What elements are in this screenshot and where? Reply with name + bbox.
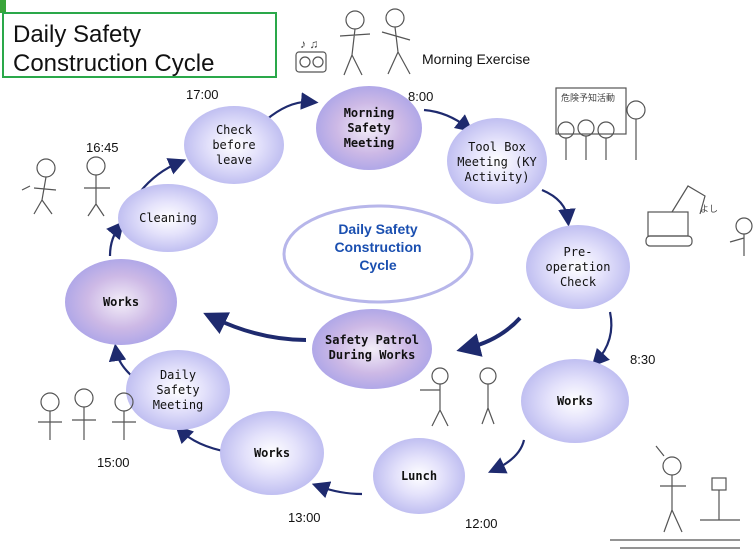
- node-daily-safety-meeting: Daily Safety Meeting: [126, 350, 230, 430]
- time-1500: 15:00: [97, 455, 130, 470]
- svg-text:♪ ♫: ♪ ♫: [300, 37, 318, 51]
- worker-sign-illustration: [610, 445, 740, 549]
- svg-text:During Works: During Works: [329, 348, 416, 362]
- arrow-1700-to-morning: [265, 92, 319, 121]
- svg-text:Check: Check: [560, 275, 597, 289]
- excavator-illustration: よし: [645, 185, 753, 256]
- arrow-preop-to-works: [591, 311, 613, 367]
- node-tool-box-meeting: Tool Box Meeting (KY Activity): [447, 118, 547, 204]
- svg-text:Meeting (KY: Meeting (KY: [457, 155, 537, 169]
- inner-arrows: [203, 312, 522, 357]
- arrow-morning-to-toolbox: [423, 108, 474, 133]
- safety-patrol-illustration: [420, 367, 497, 427]
- arrow-lunch-to-works: [311, 481, 363, 499]
- node-safety-patrol: Safety Patrol During Works: [312, 309, 432, 389]
- svg-text:Safety Patrol: Safety Patrol: [325, 333, 419, 347]
- node-pre-operation-check: Pre- operation Check: [526, 225, 630, 309]
- svg-text:Cleaning: Cleaning: [139, 211, 197, 225]
- time-1300: 13:00: [288, 510, 321, 525]
- svg-text:Pre-: Pre-: [564, 245, 593, 259]
- caption-morning-exercise: Morning Exercise: [422, 51, 530, 67]
- time-0830: 8:30: [630, 352, 655, 367]
- time-1700: 17:00: [186, 87, 219, 102]
- time-1645: 16:45: [86, 140, 119, 155]
- svg-text:Morning: Morning: [344, 106, 395, 120]
- svg-text:Works: Works: [103, 295, 139, 309]
- svg-text:leave: leave: [216, 153, 252, 167]
- svg-text:Works: Works: [557, 394, 593, 408]
- morning-exercise-illustration: ♪ ♫: [295, 8, 411, 76]
- svg-text:operation: operation: [545, 260, 610, 274]
- cleaning-illustration: [21, 156, 110, 217]
- tool-box-meeting-illustration: 危険予知活動: [555, 87, 646, 160]
- daily-meeting-illustration: [38, 388, 136, 440]
- center-cycle-label: Daily Safety Construction Cycle: [282, 204, 474, 304]
- svg-text:Tool Box: Tool Box: [468, 140, 526, 154]
- inner-arrow-left: [203, 312, 307, 342]
- time-0800: 8:00: [408, 89, 433, 104]
- node-morning-safety-meeting: Morning Safety Meeting: [316, 86, 422, 170]
- inner-arrow-right: [456, 316, 522, 357]
- node-works-bottom: Works: [220, 411, 324, 495]
- node-check-before-leave: Check before leave: [184, 106, 284, 184]
- arrow-works-to-cleaning: [106, 220, 125, 257]
- svg-text:Works: Works: [254, 446, 290, 460]
- time-1200: 12:00: [465, 516, 498, 531]
- center-line-2: Construction: [334, 239, 421, 255]
- title-box: Daily Safety Construction Cycle: [2, 12, 277, 78]
- svg-text:Daily: Daily: [160, 368, 196, 382]
- title-line-2: Construction Cycle: [13, 50, 215, 77]
- svg-text:Meeting: Meeting: [153, 398, 204, 412]
- svg-text:危険予知活動: 危険予知活動: [561, 92, 615, 103]
- arrow-toolbox-to-preop: [541, 188, 576, 227]
- center-line-3: Cycle: [359, 257, 397, 273]
- svg-text:よし: よし: [700, 204, 718, 214]
- title-line-1: Daily Safety: [13, 21, 142, 48]
- node-works-right: Works: [521, 359, 629, 443]
- svg-text:Safety: Safety: [156, 383, 199, 397]
- svg-text:Safety: Safety: [347, 121, 390, 135]
- svg-text:Check: Check: [216, 123, 253, 137]
- arrow-works-to-lunch: [488, 439, 526, 474]
- node-works-left: Works: [65, 259, 177, 345]
- svg-text:Activity): Activity): [464, 170, 529, 184]
- svg-text:before: before: [212, 138, 255, 152]
- title-accent-bar: [0, 0, 6, 13]
- node-lunch: Lunch: [373, 438, 465, 514]
- svg-text:Lunch: Lunch: [401, 469, 437, 483]
- svg-text:Meeting: Meeting: [344, 136, 395, 150]
- node-cleaning: Cleaning: [118, 184, 218, 252]
- center-line-1: Daily Safety: [338, 221, 418, 237]
